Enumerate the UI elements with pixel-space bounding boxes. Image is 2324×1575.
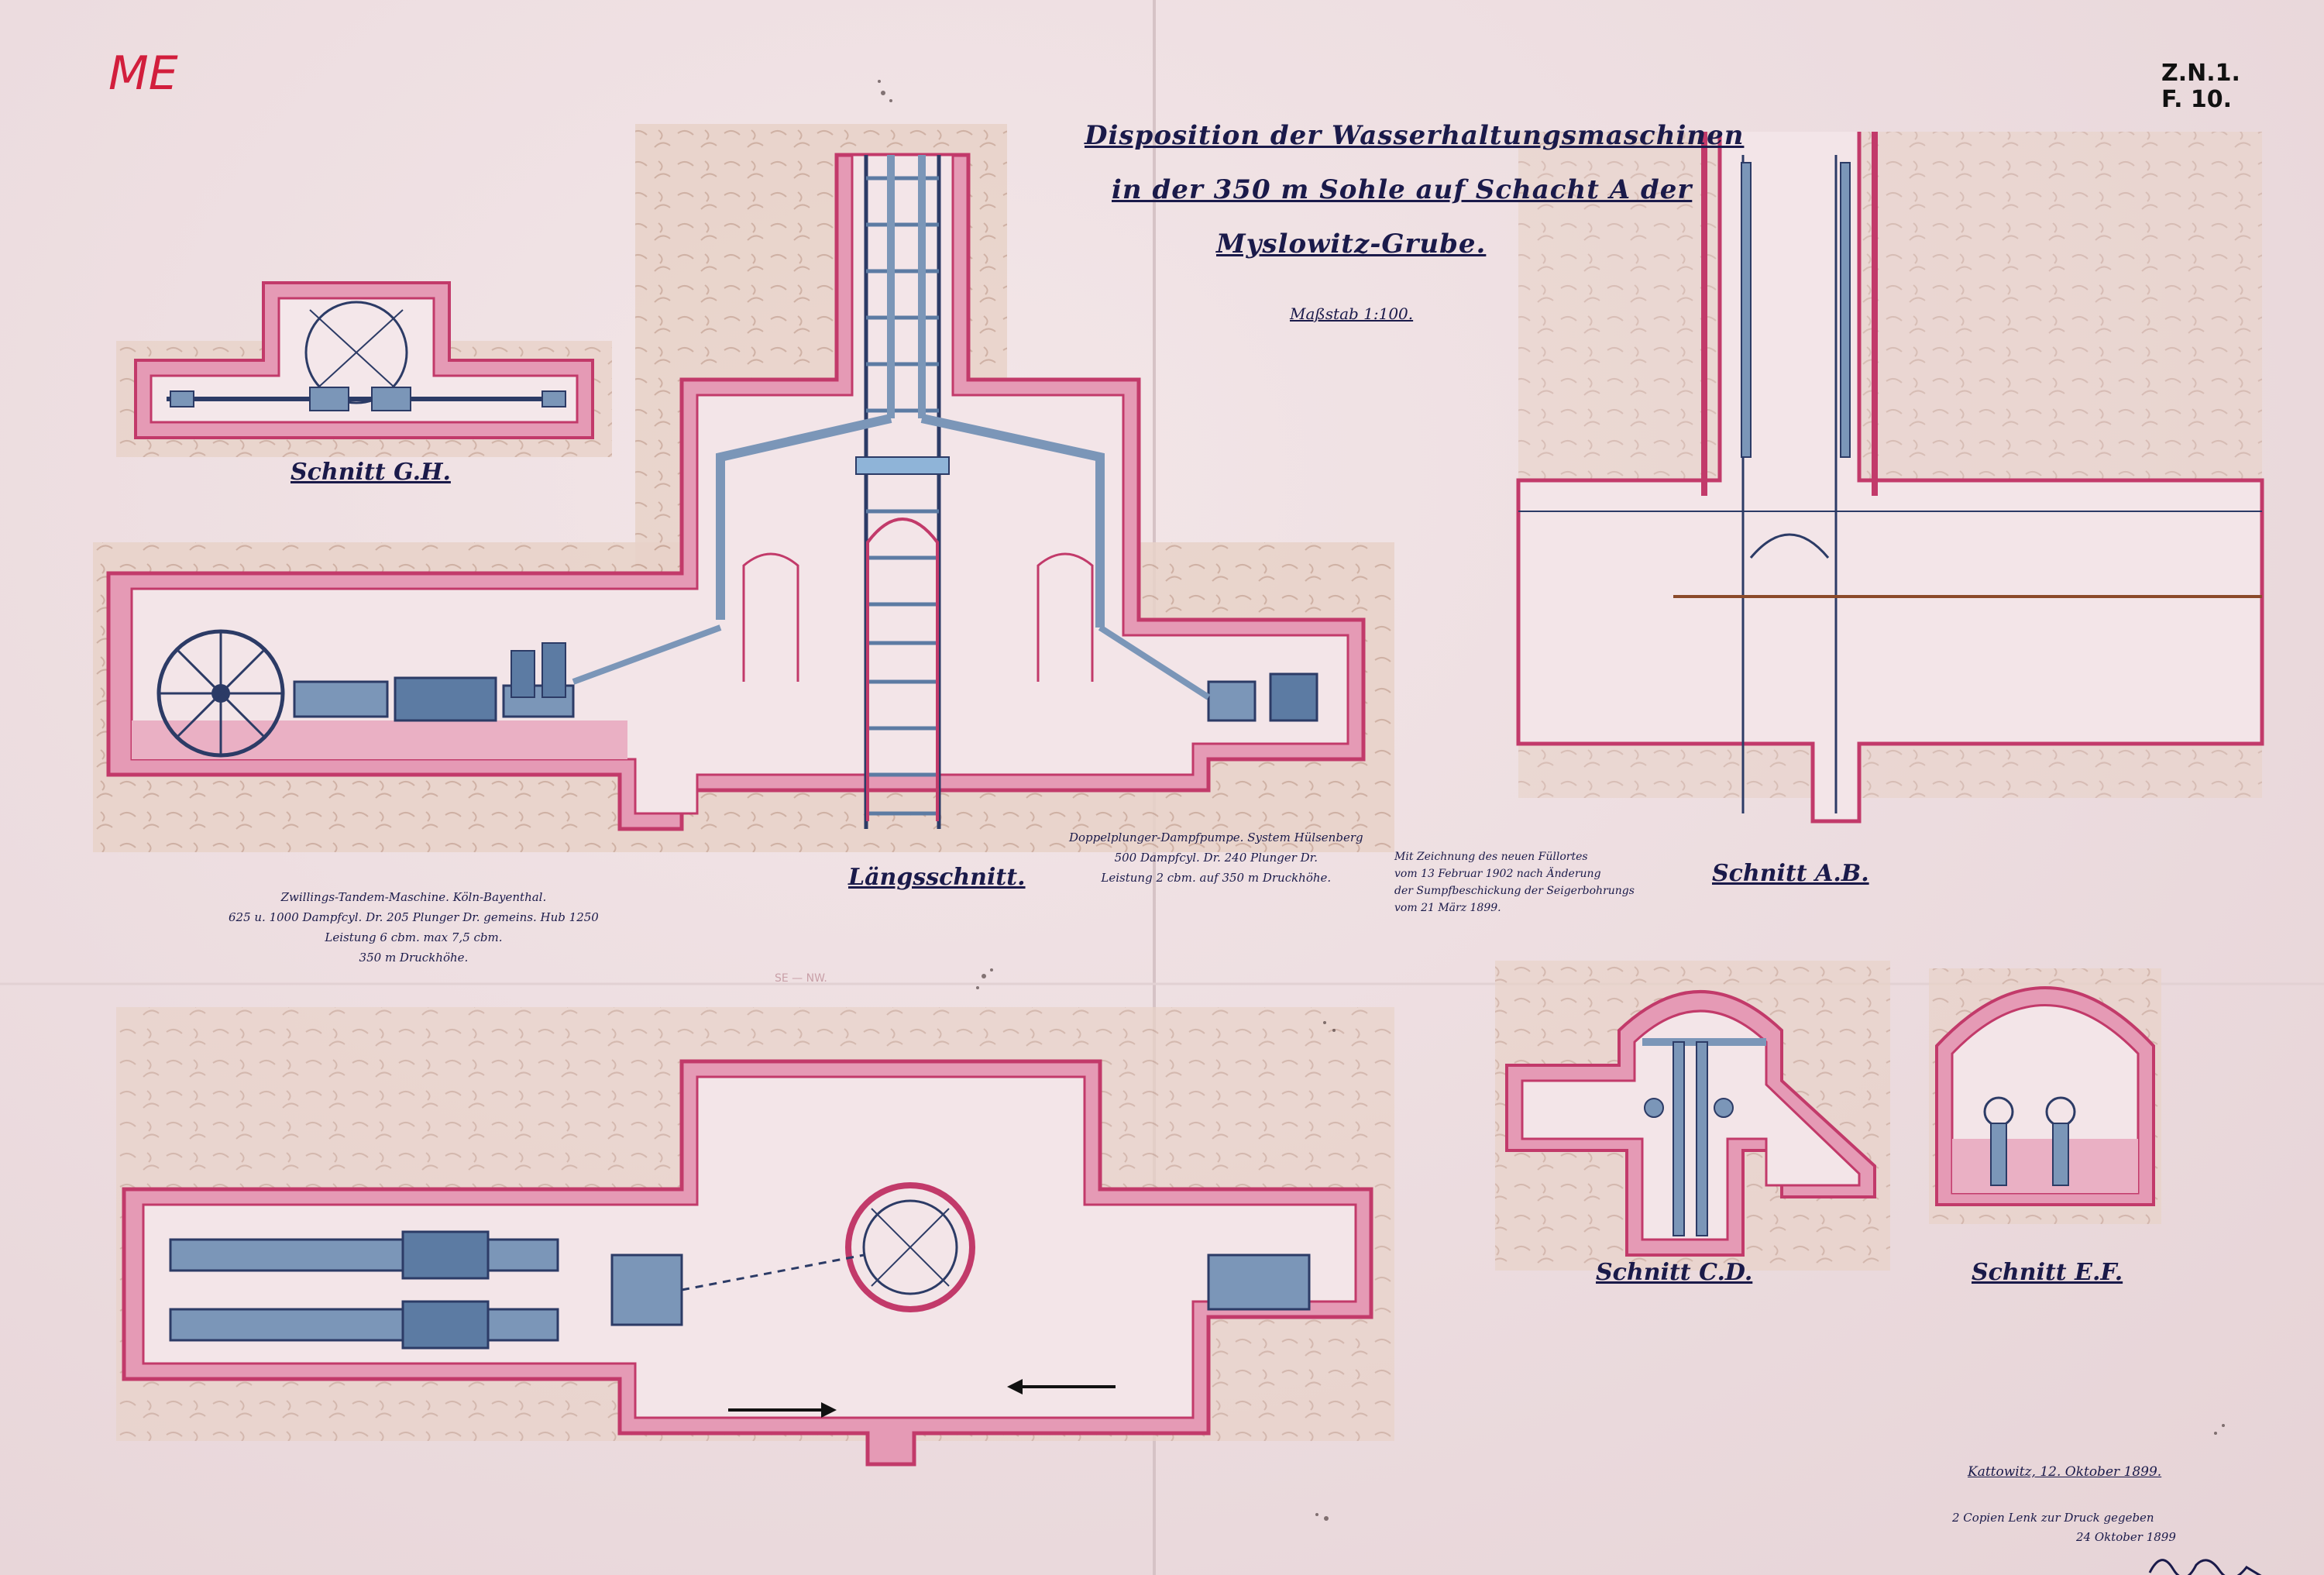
note-line: Leistung 2 cbm. auf 350 m Druckhöhe. bbox=[1101, 871, 1332, 885]
section-ab-drawing bbox=[1516, 132, 2264, 824]
section-cd-drawing bbox=[1495, 961, 1890, 1271]
place-date: Kattowitz, 12. Oktober 1899. bbox=[1968, 1464, 2162, 1480]
view-label-section-ab: Schnitt A.B. bbox=[1712, 860, 1869, 887]
title-line-2: in der 350 m Sohle auf Schacht A der bbox=[1112, 174, 1693, 205]
note-line: der Sumpfbeschickung der Seigerbohrungs bbox=[1394, 885, 1635, 897]
section-ef-drawing bbox=[1929, 968, 2161, 1224]
sheet-reference: Z.N.1. F. 10. bbox=[2161, 60, 2240, 113]
note-line: 625 u. 1000 Dampfcyl. Dr. 205 Plunger Dr… bbox=[229, 910, 599, 924]
note-line: 500 Dampfcyl. Dr. 240 Plunger Dr. bbox=[1114, 851, 1318, 865]
note-line: vom 13 Februar 1902 nach Änderung bbox=[1394, 868, 1601, 880]
signature-scribble bbox=[2148, 1559, 2262, 1575]
plan-view-drawing bbox=[116, 1007, 1394, 1467]
note-line: vom 21 März 1899. bbox=[1394, 902, 1501, 914]
paper-speckles bbox=[878, 80, 2225, 1521]
note-twin-tandem: Zwillings-Tandem-Maschine. Köln-Bayentha… bbox=[229, 887, 599, 968]
correction-mark: ME bbox=[108, 46, 178, 101]
section-gh-drawing bbox=[116, 281, 612, 457]
note-line: Doppelplunger-Dampfpumpe. System Hülsenb… bbox=[1069, 830, 1363, 844]
copies-date: 24 Oktober 1899 bbox=[2076, 1530, 2176, 1544]
view-label-longitudinal: Längsschnitt. bbox=[848, 864, 1026, 891]
copies-note: 2 Copien Lenk zur Druck gegeben bbox=[1952, 1511, 2154, 1525]
view-label-section-gh: Schnitt G.H. bbox=[290, 459, 451, 486]
note-line: 350 m Druckhöhe. bbox=[359, 951, 469, 965]
note-duplex-pump: Doppelplunger-Dampfpumpe. System Hülsenb… bbox=[1069, 827, 1363, 888]
view-label-section-cd: Schnitt C.D. bbox=[1596, 1259, 1753, 1286]
note-line: Mit Zeichnung des neuen Füllortes bbox=[1394, 851, 1588, 863]
view-label-section-ef: Schnitt E.F. bbox=[1972, 1259, 2123, 1286]
title-line-1: Disposition der Wasserhaltungsmaschinen bbox=[1085, 120, 1745, 151]
longitudinal-section-drawing bbox=[93, 124, 1394, 852]
note-line: Leistung 6 cbm. max 7,5 cbm. bbox=[325, 930, 503, 944]
scale-label: Maßstab 1:100. bbox=[1290, 304, 1414, 323]
compass-direction: SE — NW. bbox=[775, 972, 827, 985]
sheet-reference-line: Z.N.1. bbox=[2161, 60, 2240, 87]
note-line: Zwillings-Tandem-Maschine. Köln-Bayentha… bbox=[280, 890, 547, 904]
sheet-reference-line: F. 10. bbox=[2161, 86, 2233, 113]
note-remark: Mit Zeichnung des neuen Füllortes vom 13… bbox=[1394, 848, 1635, 916]
title-line-3: Myslowitz-Grube. bbox=[1216, 229, 1487, 260]
